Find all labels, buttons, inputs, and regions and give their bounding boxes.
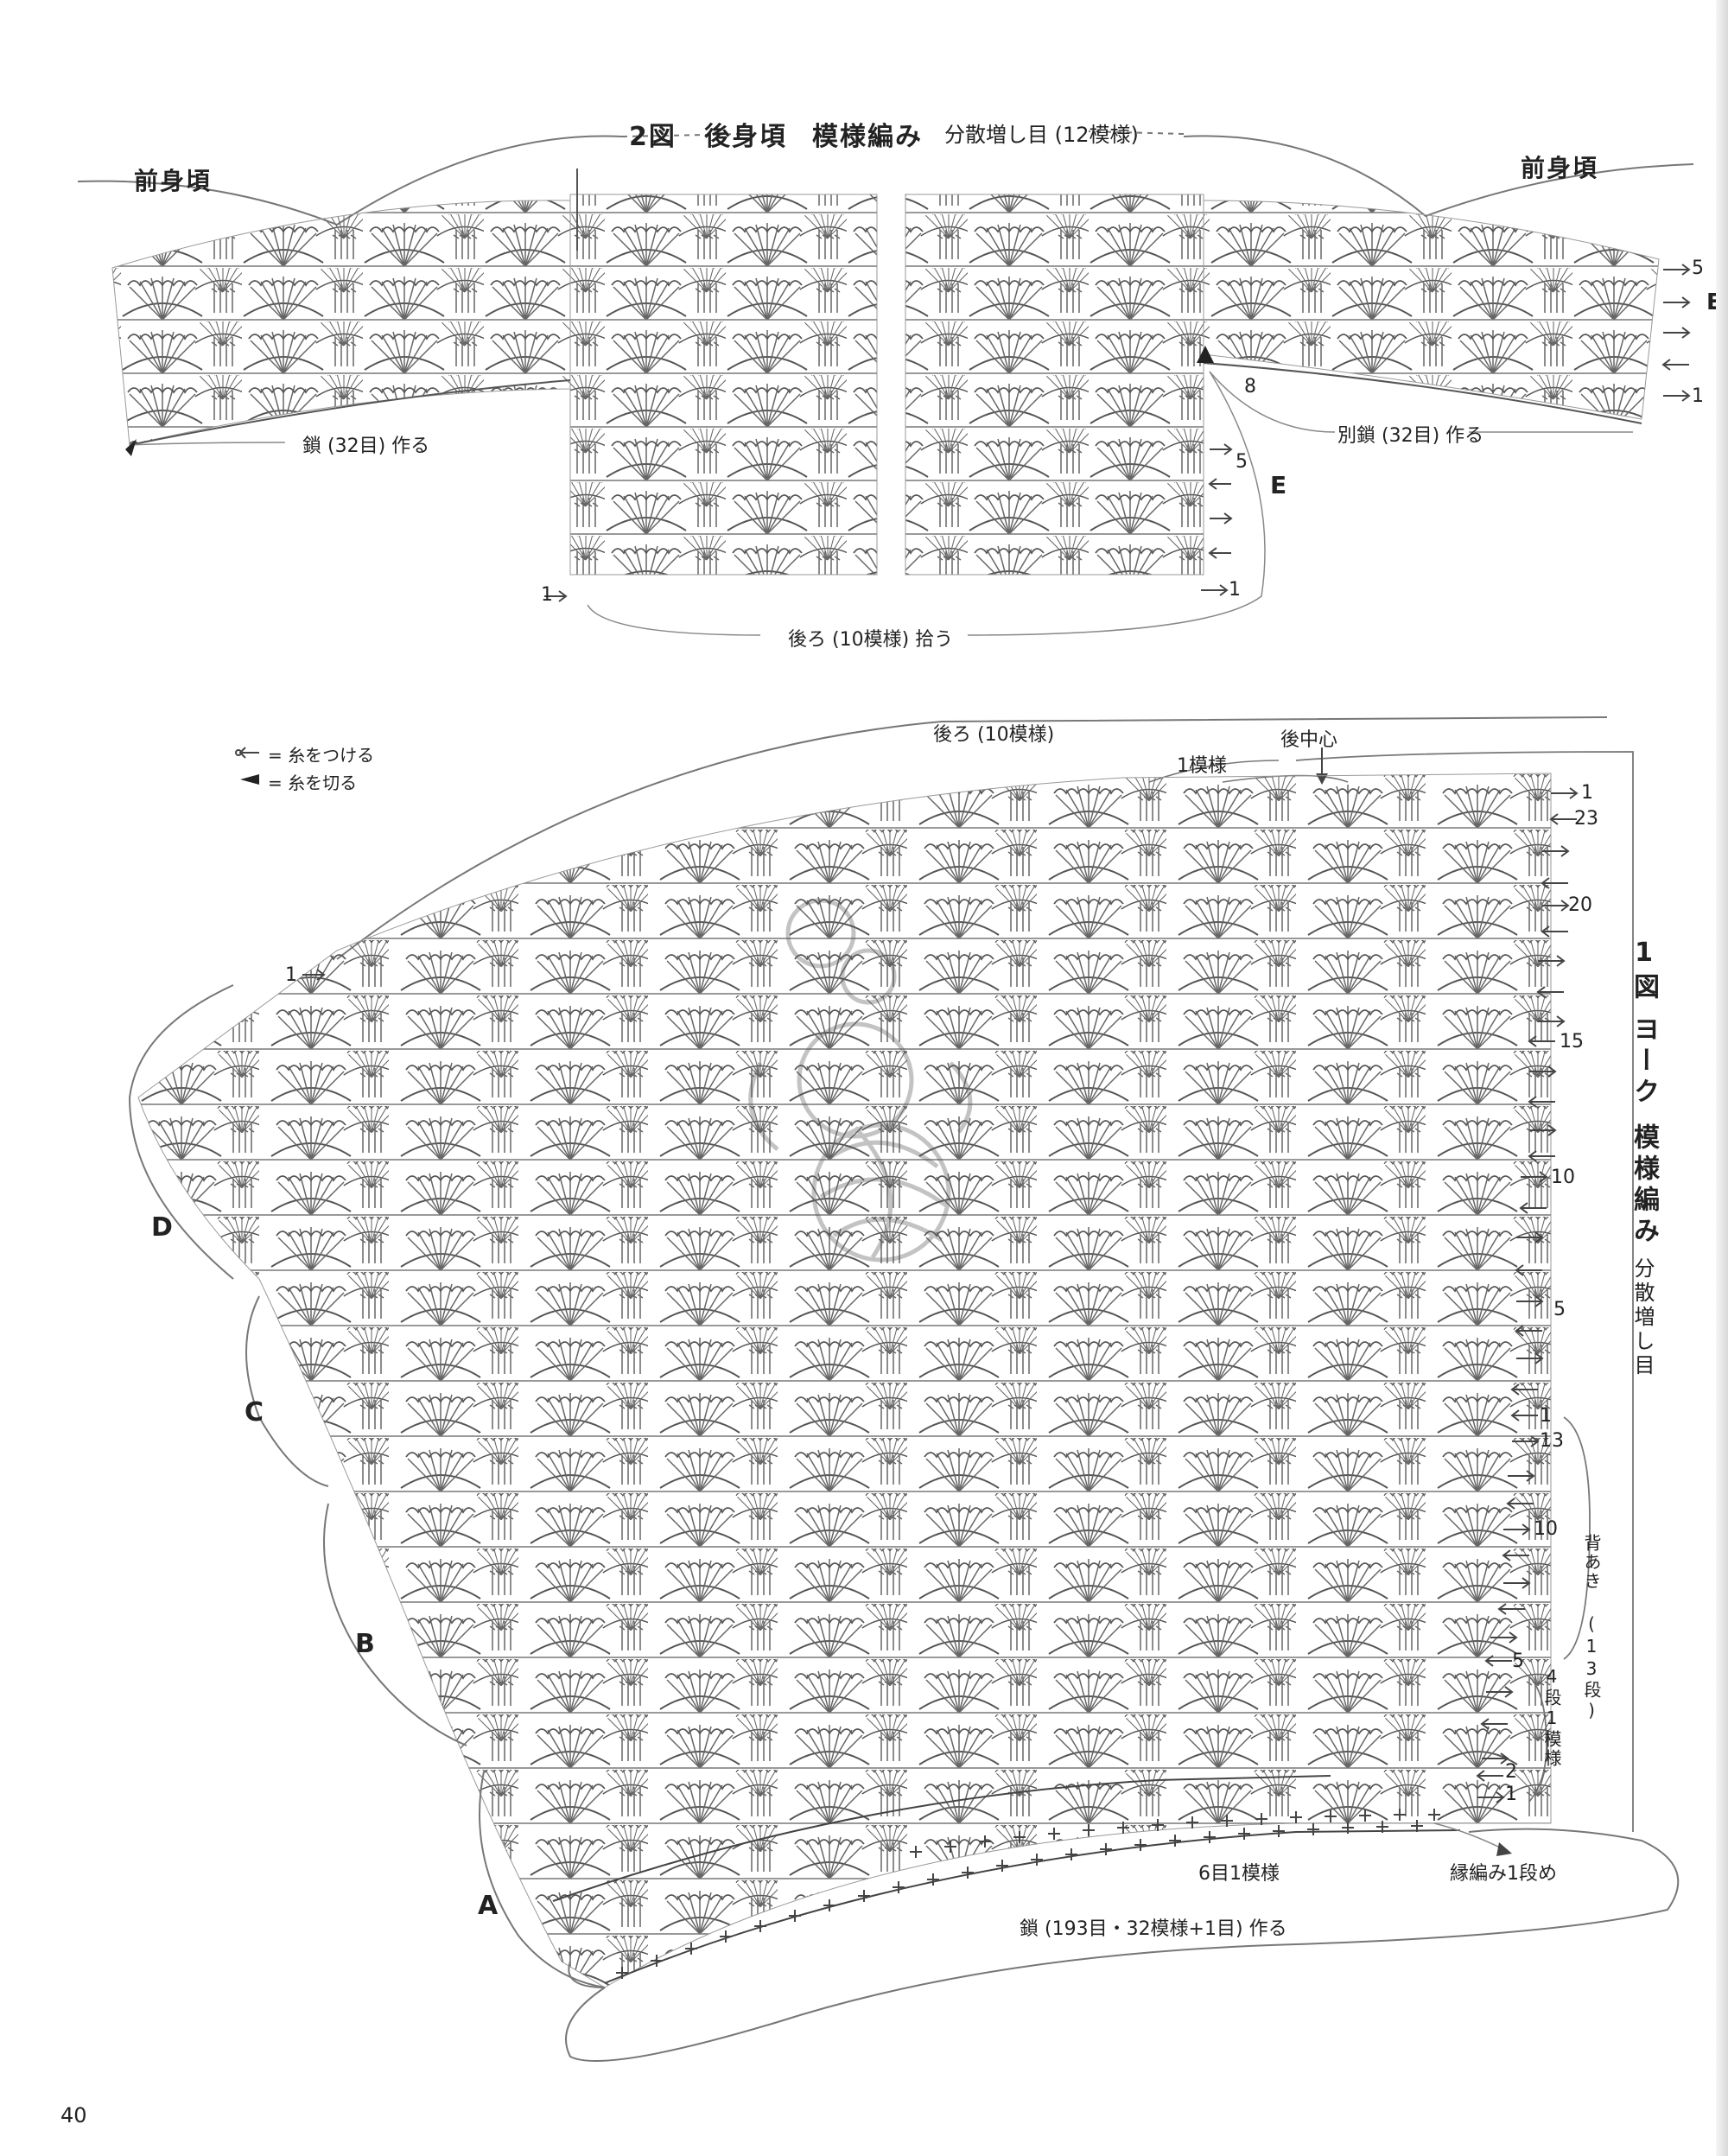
row-label: 5 <box>1512 1650 1524 1672</box>
row-label: 1 <box>1692 385 1704 407</box>
figure1-four-rows: 4段1模様 <box>1541 1666 1562 1768</box>
figure1-title: 1図 <box>1629 938 1659 1004</box>
figure2-part-back: 後身頃 <box>704 122 787 152</box>
figure1-increase: 分散増し目 <box>1630 1257 1655 1378</box>
row-label: 1 <box>1505 1784 1517 1805</box>
row-label: 1 <box>1581 782 1593 804</box>
row-label: 5 <box>1553 1299 1566 1320</box>
row-label: 2 <box>1505 1761 1517 1783</box>
row-label: 8 <box>1244 376 1256 397</box>
figure1-six-stitches: 6目1模様 <box>1198 1863 1280 1885</box>
section-label-d: D <box>151 1212 173 1243</box>
row-label: 1 <box>541 584 553 606</box>
figure1-back-opening: 背あき (13段) <box>1581 1534 1602 1722</box>
row-label: 13 <box>1540 1430 1564 1452</box>
figure1-yoke: ヨーク <box>1629 1015 1659 1109</box>
figure1-edging: 縁編み1段め <box>1450 1863 1557 1885</box>
figure1-chain-start: 鎖 (193目・32模様+1目) 作る <box>1020 1918 1287 1940</box>
row-label: 10 <box>1534 1518 1558 1540</box>
figure2-title: 2図 <box>629 122 677 152</box>
section-label-a: A <box>478 1891 499 1921</box>
figure2-pickup: 後ろ (10模様) 拾う <box>788 629 954 651</box>
row-label: 1 <box>1229 579 1241 601</box>
row-label: 5 <box>1692 258 1704 279</box>
figure1-back-top: 後ろ (10模様) <box>933 724 1055 746</box>
legend-attach-thread: = 糸をつける <box>268 745 375 766</box>
section-label-e: E <box>1270 471 1287 499</box>
row-label: 1 <box>285 964 297 986</box>
figure2-increase: 分散増し目 (12模様) <box>944 123 1139 147</box>
row-label: 23 <box>1574 808 1598 830</box>
figure2-pattern: 模様編み <box>812 122 923 152</box>
page-edge <box>1716 0 1728 2156</box>
row-label: 20 <box>1568 894 1592 916</box>
figure2-chain-right: 別鎖 (32目) 作る <box>1337 425 1484 447</box>
legend-cut-thread: = 糸を切る <box>268 773 358 793</box>
row-label: 5 <box>1236 451 1248 473</box>
watermark <box>748 898 973 1262</box>
figure2-front-left: 前身頃 <box>134 167 213 195</box>
figure1-center-back: 後中心 <box>1280 729 1338 751</box>
figure1-pattern: 模様編み <box>1629 1123 1659 1248</box>
figure2-front-right: 前身頃 <box>1521 154 1599 182</box>
page-number: 40 <box>60 2103 87 2127</box>
section-label-b: B <box>355 1629 375 1659</box>
row-label: 15 <box>1560 1031 1584 1053</box>
row-label: 10 <box>1551 1167 1575 1188</box>
figure2-chain-left: 鎖 (32目) 作る <box>302 436 430 457</box>
row-label: 1 <box>1540 1405 1552 1427</box>
section-label-c: C <box>245 1397 264 1428</box>
figure1-one-repeat: 1模様 <box>1177 755 1227 777</box>
